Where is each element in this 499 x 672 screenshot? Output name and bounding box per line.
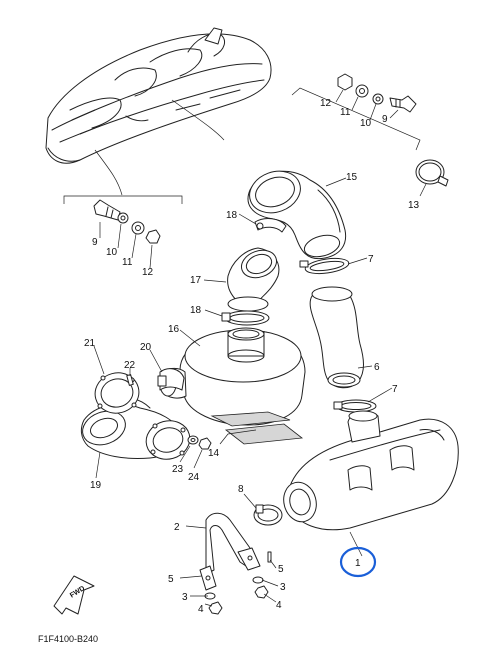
callout-7: 7 <box>368 254 374 265</box>
callout-4: 4 <box>276 600 282 611</box>
fastener-group-right <box>337 73 417 113</box>
watercraft-illustration <box>45 27 272 164</box>
callout-21: 21 <box>84 338 96 349</box>
stud-22 <box>126 374 134 386</box>
callout-10: 10 <box>360 118 372 129</box>
callout-7: 7 <box>392 384 398 395</box>
callout-17: 17 <box>190 275 202 286</box>
hose-17 <box>227 247 280 312</box>
hose-clamp-13 <box>415 159 449 187</box>
clamp-18-lower <box>221 310 270 326</box>
callout-3: 3 <box>182 592 188 603</box>
callout-highlight-ring <box>339 546 377 578</box>
callout-18: 18 <box>190 305 202 316</box>
callout-23: 23 <box>172 464 184 475</box>
callout-4: 4 <box>198 604 204 615</box>
clamp-7-lower <box>333 399 377 413</box>
leader-lines <box>93 89 427 607</box>
gaskets-14 <box>210 411 304 445</box>
callout-19: 19 <box>90 480 102 491</box>
callout-13: 13 <box>408 200 420 211</box>
muffler-1 <box>283 410 459 531</box>
callout-8: 8 <box>238 484 244 495</box>
callout-16: 16 <box>168 324 180 335</box>
bracket-right <box>237 547 272 599</box>
callout-12: 12 <box>142 267 154 278</box>
callout-12: 12 <box>320 98 332 109</box>
callout-3: 3 <box>280 582 286 593</box>
clamp-20 <box>157 368 185 391</box>
callout-20: 20 <box>140 342 152 353</box>
callout-18: 18 <box>226 210 238 221</box>
diagram-code: F1F4100-B240 <box>38 634 98 644</box>
hose-6 <box>309 286 364 389</box>
fastener-group-left <box>93 199 161 244</box>
elbow-15 <box>247 170 347 260</box>
callout-5: 5 <box>168 574 174 585</box>
callout-10: 10 <box>106 247 118 258</box>
clamp-18-upper <box>254 218 287 233</box>
clamp-7-upper <box>299 257 350 275</box>
callout-2: 2 <box>174 522 180 533</box>
clamp-8 <box>253 504 283 526</box>
callout-24: 24 <box>188 472 200 483</box>
callout-22: 22 <box>124 360 136 371</box>
nut-24 <box>198 437 212 450</box>
callout-1: 1 <box>355 558 361 569</box>
fwd-arrow-icon: FWD <box>53 575 95 615</box>
callout-14: 14 <box>208 448 220 459</box>
callout-5: 5 <box>278 564 284 575</box>
callout-11: 11 <box>122 257 133 268</box>
washer-23 <box>187 435 199 445</box>
flange-front <box>145 420 191 460</box>
callout-9: 9 <box>382 114 388 125</box>
callout-15: 15 <box>346 172 358 183</box>
chamber-16 <box>159 327 306 426</box>
callout-numbers: 12 11 10 9 9 10 11 12 13 15 18 7 17 18 1… <box>84 98 420 615</box>
callout-9: 9 <box>92 237 98 248</box>
callout-6: 6 <box>374 362 380 373</box>
callout-11: 11 <box>340 107 351 118</box>
bracket-left <box>199 565 223 615</box>
